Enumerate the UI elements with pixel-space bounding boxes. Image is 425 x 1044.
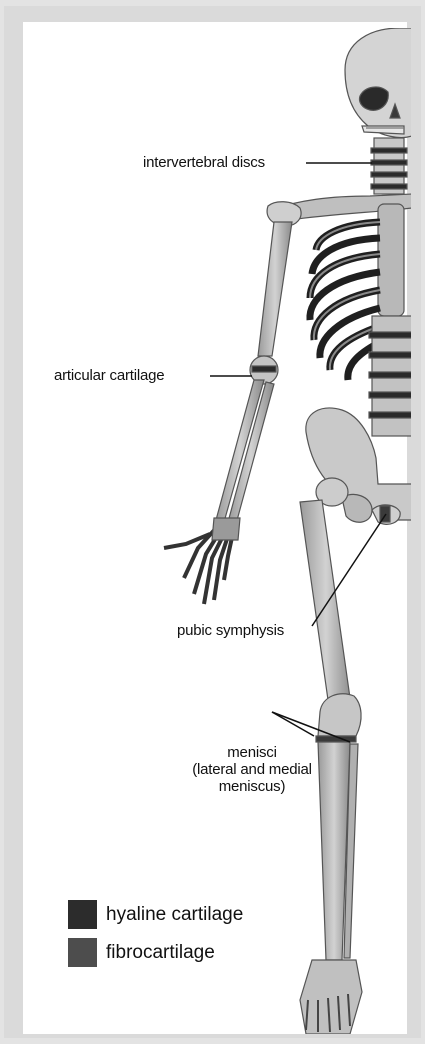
cervical-spine xyxy=(371,138,407,194)
legend-label-fibro: fibrocartilage xyxy=(106,942,215,964)
lumbar-spine xyxy=(369,316,412,436)
label-pubic-symphysis: pubic symphysis xyxy=(177,622,284,639)
skull xyxy=(345,28,412,138)
label-menisci: menisci (lateral and medial meniscus) xyxy=(190,744,314,795)
legend-item-hyaline: hyaline cartilage xyxy=(68,900,243,929)
menisci-subtitle-end: meniscus) xyxy=(190,778,314,795)
label-intervertebral-discs: intervertebral discs xyxy=(143,154,265,171)
legend-item-fibro: fibrocartilage xyxy=(68,938,215,967)
legend-swatch-hyaline xyxy=(68,900,97,929)
menisci-subtitle: (lateral and medial xyxy=(190,761,314,778)
legend-label-hyaline: hyaline cartilage xyxy=(106,904,243,926)
label-articular-cartilage: articular cartilage xyxy=(54,367,164,384)
legend-swatch-fibro xyxy=(68,938,97,967)
menisci-title: menisci xyxy=(190,744,314,761)
